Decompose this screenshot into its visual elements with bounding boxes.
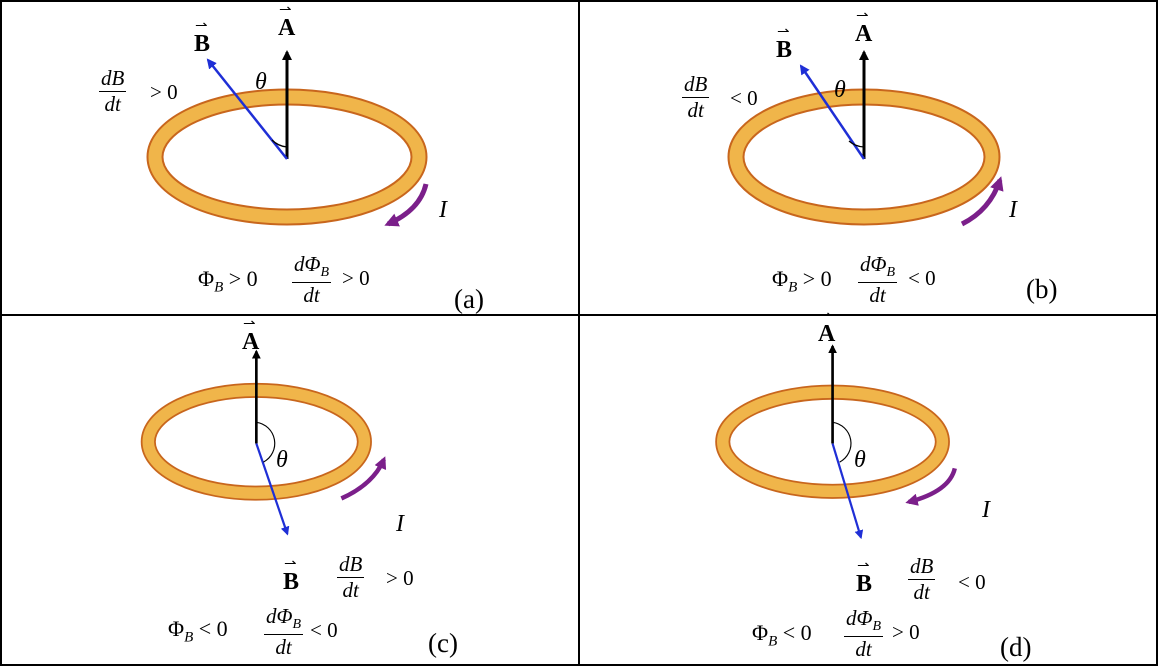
vector-A-label: ⇀A — [855, 8, 873, 47]
theta-label: θ — [255, 69, 267, 95]
angle-arc — [832, 421, 852, 463]
field-vector-B — [255, 443, 290, 536]
panel-label: (b) — [1026, 274, 1058, 304]
flux-expression: ΦB > 0 — [772, 266, 832, 296]
panel-d-figure — [715, 344, 957, 540]
current-arrow — [960, 176, 1004, 227]
current-arrow — [905, 467, 957, 506]
dflux-relation: > 0 — [892, 620, 920, 644]
current-label: I — [439, 197, 447, 223]
panel-c-figure — [140, 349, 387, 536]
current-arrow — [384, 183, 429, 227]
divider-horizontal — [0, 314, 1158, 316]
panel-label: (d) — [1000, 632, 1032, 662]
angle-arc — [256, 421, 276, 463]
dBdt-relation: > 0 — [150, 80, 178, 104]
flux-expression: ΦB > 0 — [198, 266, 258, 296]
field-vector-B — [831, 443, 864, 540]
dflux-relation: > 0 — [342, 266, 370, 290]
vector-B-label: ⇀B — [194, 18, 211, 57]
dBdt-relation: < 0 — [730, 86, 758, 110]
dflux-relation: < 0 — [908, 266, 936, 290]
vector-A-label: ⇀A — [818, 308, 836, 347]
vector-A-label: ⇀A — [242, 316, 260, 355]
dflux-relation: < 0 — [310, 618, 338, 642]
vector-B-label: ⇀B — [283, 556, 300, 595]
angle-arc — [271, 139, 288, 148]
vector-B-label: ⇀B — [856, 558, 873, 597]
vector-A-label: ⇀A — [278, 2, 296, 41]
current-label: I — [1009, 197, 1017, 223]
flux-expression: ΦB < 0 — [752, 620, 812, 650]
current-arrow — [340, 456, 387, 501]
vector-B-label: ⇀B — [776, 24, 793, 63]
dBdt-relation: < 0 — [958, 570, 986, 594]
current-label: I — [982, 497, 990, 523]
divider-vertical — [578, 0, 580, 666]
panel-label: (a) — [454, 284, 484, 314]
panel-label: (c) — [428, 628, 458, 658]
current-label: I — [396, 511, 404, 537]
panel-a-figure — [146, 50, 429, 227]
flux-expression: ΦB < 0 — [168, 616, 228, 646]
theta-label: θ — [276, 447, 288, 473]
panel-b-figure — [727, 50, 1004, 227]
dBdt-relation: > 0 — [386, 566, 414, 590]
angle-arc — [848, 140, 865, 148]
theta-label: θ — [834, 77, 846, 103]
theta-label: θ — [854, 447, 866, 473]
